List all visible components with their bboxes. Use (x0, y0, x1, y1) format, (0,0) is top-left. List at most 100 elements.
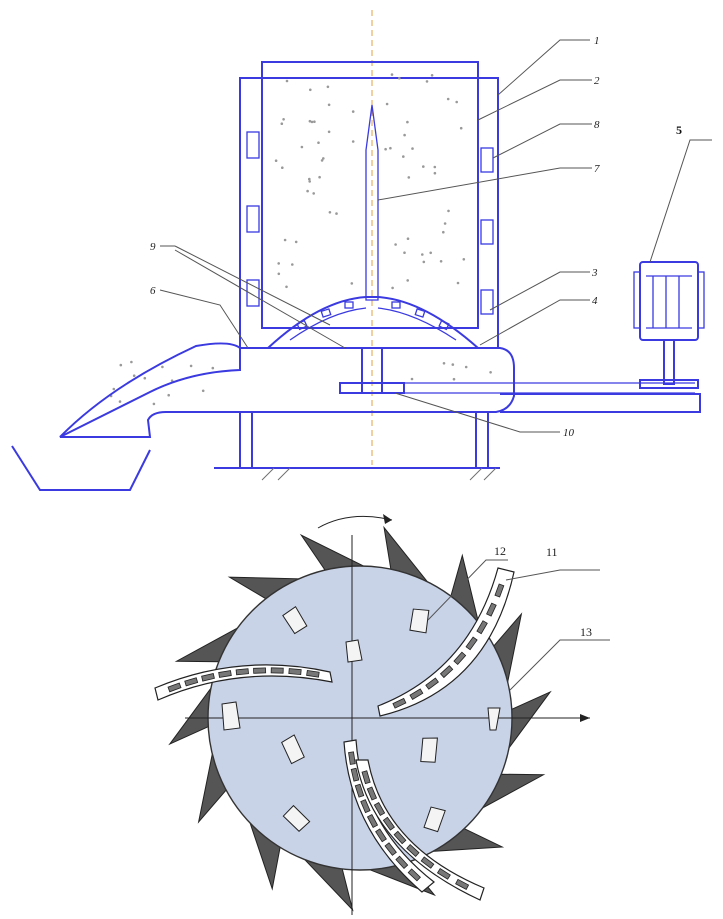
material-dot (464, 365, 468, 369)
material-dot (282, 118, 285, 121)
material-dot (291, 263, 294, 266)
blade-segment (306, 669, 320, 678)
material-dot (300, 145, 304, 149)
cone-lugs (296, 301, 450, 331)
material-dot (350, 282, 354, 285)
blade-segment (184, 677, 199, 687)
material-dot (433, 171, 437, 175)
material-dot (403, 251, 406, 254)
material-dots (109, 73, 492, 406)
material-dot (394, 243, 397, 246)
blade-segment (350, 767, 360, 782)
material-dot (430, 74, 434, 77)
material-dot (462, 258, 466, 261)
blade-segment (420, 856, 435, 869)
material-dot (283, 238, 287, 242)
material-dot (433, 165, 437, 169)
blade-segment (382, 816, 395, 831)
blade-segment (201, 673, 215, 682)
horizontal-axis-arrow (580, 714, 590, 722)
material-dot (451, 363, 455, 366)
material-dot (406, 237, 410, 240)
material-dot (320, 159, 324, 162)
inner-drum (261, 61, 479, 329)
material-dot (328, 211, 332, 214)
material-dot (442, 362, 446, 365)
blade-segment (465, 636, 478, 651)
frame-beam (500, 393, 701, 413)
material-dot (385, 102, 389, 106)
material-dot (411, 147, 414, 150)
left-wall-blocks (246, 131, 260, 307)
machine-section-view: 1 2 8 7 3 4 5 9 6 10 (11, 10, 712, 491)
material-dot (402, 155, 405, 158)
material-dot (274, 159, 278, 162)
blade-segment (455, 878, 470, 890)
label-10: 10 (563, 427, 575, 439)
material-dot (410, 377, 414, 381)
material-dot (306, 189, 309, 193)
material-dot (277, 262, 281, 265)
blade-segment (453, 651, 467, 666)
blade-segment (348, 751, 356, 765)
rotor-disc-view: 12 11 13 (154, 514, 610, 915)
blade-segment (439, 665, 454, 679)
material-dot (327, 103, 331, 107)
label-13: 13 (580, 625, 592, 639)
blade-segment (366, 786, 378, 801)
material-dot (112, 387, 116, 391)
material-dot (422, 260, 426, 264)
shaft-hub (339, 382, 405, 394)
material-dot (211, 366, 215, 370)
blade-segment (409, 688, 424, 700)
material-dot (326, 85, 330, 89)
blade-segment (494, 583, 505, 598)
material-dot (442, 230, 445, 234)
blade-segment (395, 855, 409, 869)
material-dot (313, 120, 316, 123)
material-dot (455, 100, 459, 104)
blade-segment (406, 844, 420, 857)
material-dot (406, 279, 410, 282)
blade-segment (360, 799, 371, 814)
material-dot (281, 166, 284, 169)
label-6: 6 (150, 285, 156, 297)
leader-lines (159, 39, 712, 433)
blade-segment (253, 667, 267, 674)
material-dot (132, 374, 136, 378)
disc-lugs (221, 605, 501, 833)
material-dot (280, 122, 284, 125)
material-dot (403, 133, 406, 137)
material-dot (309, 88, 312, 92)
material-dot (447, 209, 450, 213)
blade-segment (476, 620, 488, 635)
material-dot (421, 253, 424, 256)
label-4: 4 (592, 295, 598, 307)
collecting-tray (11, 445, 151, 491)
material-dot (335, 212, 338, 215)
blade-segment (288, 668, 302, 676)
material-dot (308, 177, 311, 181)
ground-hatch (261, 467, 497, 481)
material-dot (318, 175, 321, 179)
material-dot (406, 120, 409, 124)
material-dot (294, 240, 298, 244)
blade-segments (167, 583, 505, 890)
material-dot (285, 285, 288, 289)
material-dot (118, 400, 122, 403)
blade-segment (407, 868, 421, 882)
label-7: 7 (594, 163, 600, 175)
label-5: 5 (676, 123, 682, 137)
material-dot (130, 360, 133, 364)
material-dot (310, 120, 314, 124)
material-dot (407, 176, 411, 179)
material-dot (161, 365, 164, 369)
blade-segment (425, 677, 439, 690)
blade-left (154, 664, 333, 701)
material-dot (446, 97, 450, 101)
material-dot (351, 140, 355, 143)
blade-segment (270, 667, 284, 674)
material-dot (308, 119, 312, 123)
material-dot (389, 146, 392, 150)
